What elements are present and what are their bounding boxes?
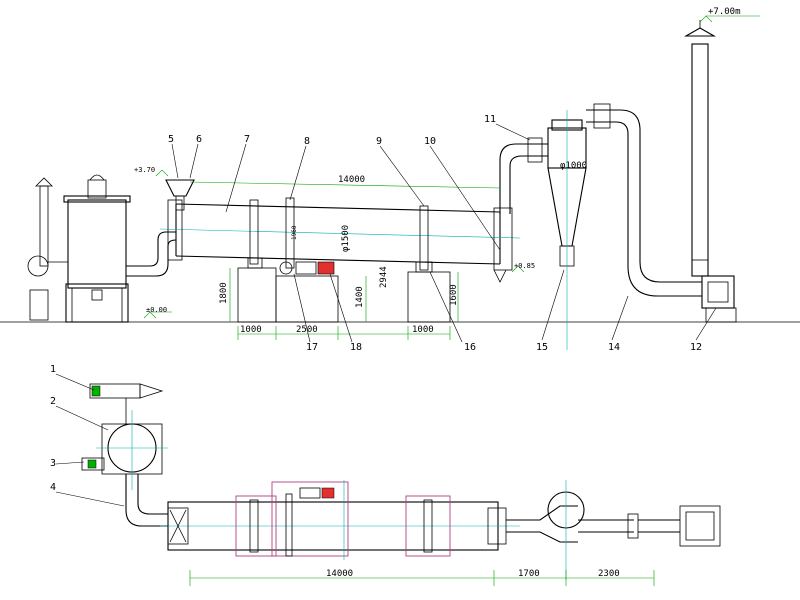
svg-text:14: 14 xyxy=(608,342,620,353)
hot-air-duct xyxy=(126,231,176,267)
svg-text:9: 9 xyxy=(376,136,382,147)
left-stack xyxy=(27,177,68,321)
elevation-feed: +3.70 xyxy=(134,166,169,177)
feed-hopper xyxy=(165,179,195,211)
burner-plan xyxy=(89,383,164,424)
svg-text:1800: 1800 xyxy=(219,282,229,304)
svg-text:1700: 1700 xyxy=(518,569,540,579)
svg-text:1400: 1400 xyxy=(355,286,365,308)
svg-text:+7.00m: +7.00m xyxy=(708,7,741,17)
exhaust-fan xyxy=(701,275,737,323)
svg-text:5: 5 xyxy=(168,134,174,145)
svg-text:14000: 14000 xyxy=(326,569,353,579)
svg-text:18: 18 xyxy=(350,342,362,353)
svg-text:1000: 1000 xyxy=(240,325,262,335)
part-labels-plan: 1 2 3 4 xyxy=(50,364,125,507)
cyclone-plan xyxy=(506,480,721,580)
svg-text:2500: 2500 xyxy=(296,325,318,335)
concrete-piers xyxy=(237,257,451,323)
dim-gear-height: 1960 xyxy=(291,225,298,240)
part-labels-elevation: 5 6 7 8 9 10 11 12 14 15 16 17 18 xyxy=(168,114,717,353)
svg-text:3: 3 xyxy=(50,458,56,469)
svg-text:+0.85: +0.85 xyxy=(514,262,535,270)
furnace-plan xyxy=(81,410,168,490)
chimney xyxy=(683,20,717,277)
svg-text:2300: 2300 xyxy=(598,569,620,579)
cyclone xyxy=(547,110,587,350)
svg-text:4: 4 xyxy=(50,482,56,493)
svg-text:2944: 2944 xyxy=(379,266,389,288)
svg-text:12: 12 xyxy=(690,342,702,353)
svg-text:8: 8 xyxy=(304,136,310,147)
svg-text:11: 11 xyxy=(484,114,496,125)
svg-text:1000: 1000 xyxy=(412,325,434,335)
svg-text:1: 1 xyxy=(50,364,56,375)
svg-text:16: 16 xyxy=(464,342,476,353)
svg-text:10: 10 xyxy=(424,136,436,147)
rotary-drum xyxy=(159,197,521,283)
svg-text:1600: 1600 xyxy=(449,284,459,306)
hot-air-furnace xyxy=(63,174,131,323)
dim-plan: 14000 1700 2300 xyxy=(189,569,655,586)
svg-text:7: 7 xyxy=(244,134,250,145)
svg-text:2: 2 xyxy=(50,396,56,407)
dim-drum-diameter: φ1500 xyxy=(341,225,351,252)
duct-to-fan xyxy=(586,109,702,283)
svg-text:±0.00: ±0.00 xyxy=(146,306,167,314)
elevation-outlet: +0.85 xyxy=(511,262,535,273)
svg-text:14000: 14000 xyxy=(338,175,365,185)
dim-cyclone-diameter: φ1000 xyxy=(560,161,587,171)
svg-text:15: 15 xyxy=(536,342,548,353)
elevation-ground: ±0.00 xyxy=(143,306,172,319)
duct-to-cyclone xyxy=(499,143,548,214)
drum-plan xyxy=(160,480,520,560)
dim-length-top: 14000 xyxy=(189,175,501,189)
dim-piers: 1000 2500 1000 xyxy=(237,325,451,340)
svg-text:6: 6 xyxy=(196,134,202,145)
drive-motor xyxy=(279,261,335,275)
svg-text:+3.70: +3.70 xyxy=(134,166,155,174)
elevation-top: +7.00m xyxy=(699,7,760,23)
svg-text:17: 17 xyxy=(306,342,318,353)
dim-heights: 1800 1400 2944 1600 xyxy=(219,266,459,322)
